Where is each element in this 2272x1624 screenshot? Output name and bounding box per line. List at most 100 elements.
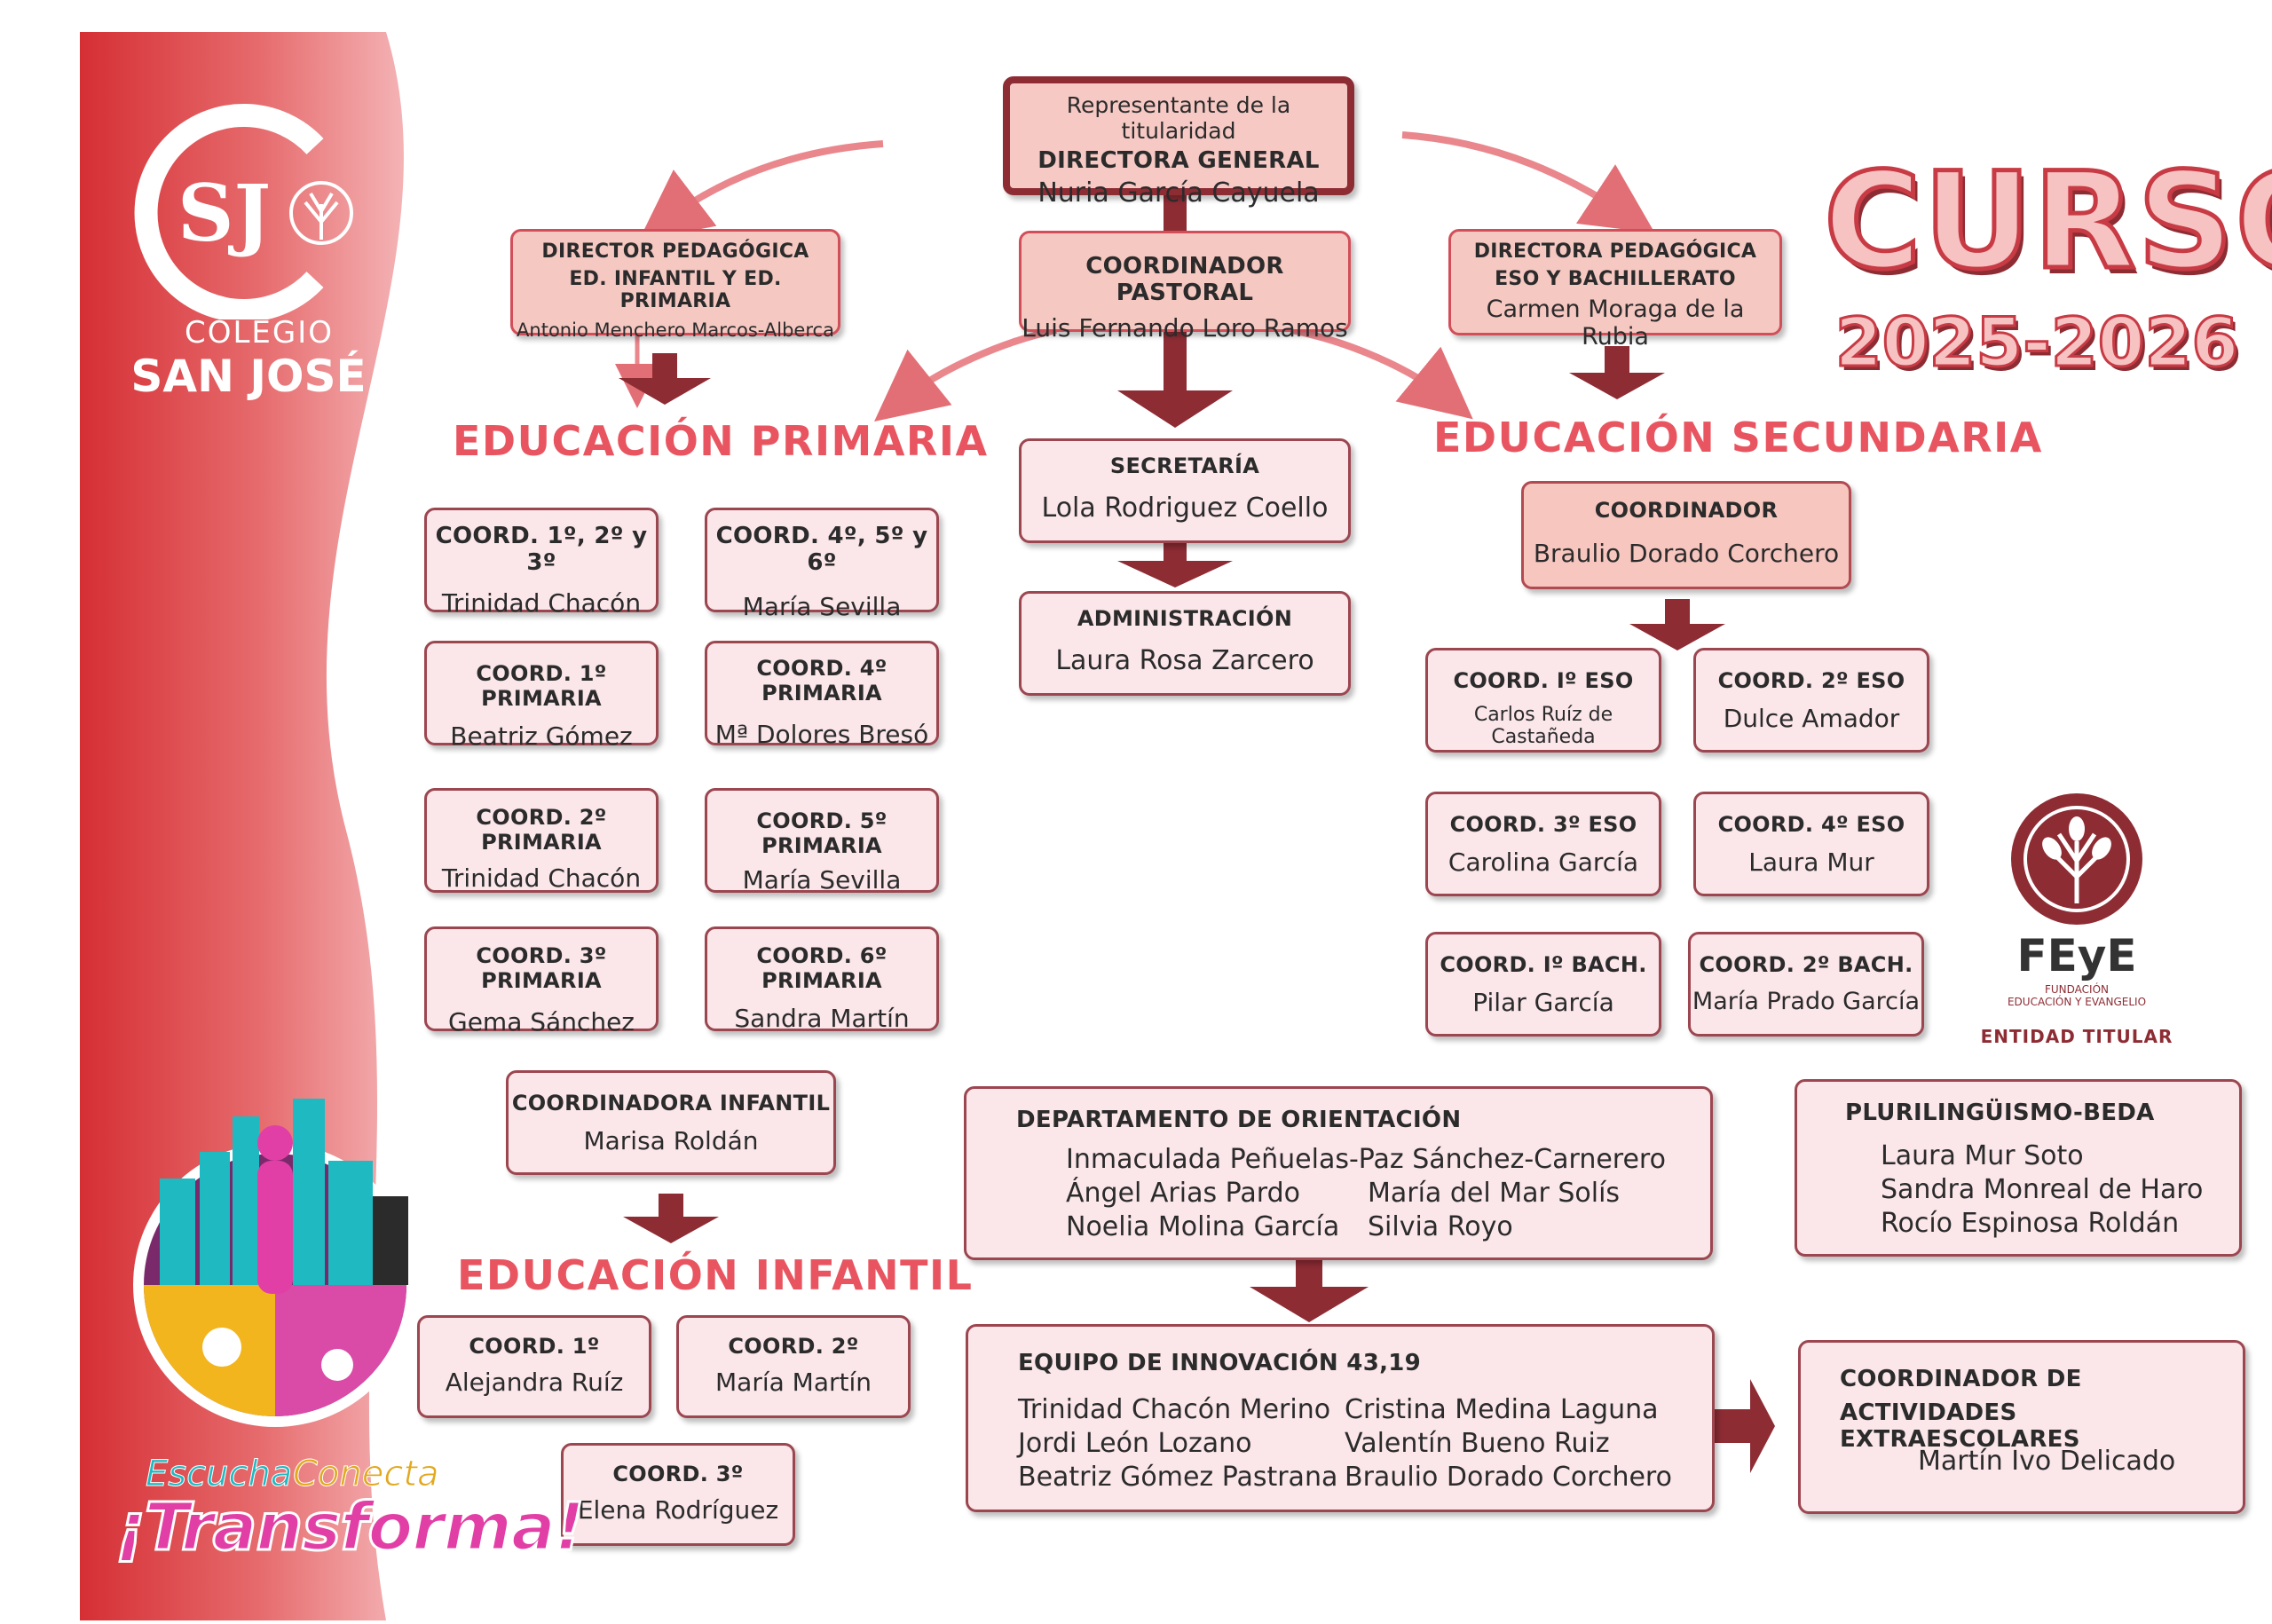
- innovacion-member: Cristina Medina Laguna: [1345, 1394, 1659, 1425]
- school-name-line1: COLEGIO: [184, 315, 335, 351]
- secretaria-name: Lola Rodriguez Coello: [1041, 493, 1329, 524]
- infantil-coord-name: María Martín: [715, 1368, 872, 1397]
- primaria-coord-name: María Sevilla: [742, 865, 902, 895]
- secundaria-coord-box: COORD. Iº BACH. Pilar García: [1425, 932, 1661, 1037]
- feye-acronym: FEyE: [2016, 930, 2137, 981]
- directora-general-name: Nuria García Cayuela: [1037, 177, 1320, 209]
- extraescolares-name: Martín Ivo Delicado: [1918, 1446, 2176, 1477]
- school-monogram-icon: [134, 104, 353, 322]
- primaria-coord-box: COORD. 5º PRIMARIA María Sevilla: [705, 788, 939, 895]
- course-years: 2025-2026: [1834, 303, 2240, 382]
- infantil-coord-title: COORD. 2º: [728, 1334, 859, 1359]
- infantil-coord-box: COORD. 2º María Martín: [676, 1315, 911, 1418]
- secundaria-coord-title: COORD. Iº ESO: [1453, 668, 1634, 693]
- infantil-coord-box: COORD. 3º Elena Rodríguez: [561, 1443, 795, 1546]
- directora-general-box: Representante de la titularidad DIRECTOR…: [1003, 76, 1354, 209]
- primaria-coord-title: COORD. 2º PRIMARIA: [476, 805, 607, 855]
- plurilinguismo-member: Rocío Espinosa Roldán: [1881, 1208, 2180, 1239]
- secundaria-coord-name: Dulce Amador: [1723, 704, 1900, 733]
- coordinadora-infantil-name: Marisa Roldán: [583, 1126, 759, 1155]
- secundaria-coord-box: COORD. Iº ESO Carlos Ruíz de Castañeda: [1425, 648, 1661, 753]
- primaria-coord-box: COORD. 4º PRIMARIA Mª Dolores Bresó: [705, 641, 939, 749]
- administracion-title: ADMINISTRACIÓN: [1077, 606, 1293, 631]
- primaria-coord-name: Trinidad Chacón: [441, 863, 642, 893]
- feye-caption: ENTIDAD TITULAR: [1980, 1026, 2173, 1047]
- primaria-coord-title: COORD. 1º PRIMARIA: [476, 661, 607, 711]
- innovacion-member: Jordi León Lozano: [1018, 1428, 1252, 1459]
- section-secundaria: EDUCACIÓN SECUNDARIA: [1433, 414, 2043, 461]
- school-logo: SJ COLEGIO SAN JOSÉ: [115, 98, 382, 408]
- secundaria-coord-title: COORD. Iº BACH.: [1440, 952, 1647, 977]
- course-title: CURSO: [1822, 145, 2272, 299]
- infantil-coord-name: Alejandra Ruíz: [445, 1368, 624, 1397]
- primaria-coord-name: María Sevilla: [742, 592, 902, 621]
- plurilinguismo-member: Sandra Monreal de Haro: [1881, 1174, 2204, 1205]
- primaria-coord-box: COORD. 2º PRIMARIA Trinidad Chacón: [424, 788, 659, 893]
- primaria-coord-title: COORD. 3º PRIMARIA: [476, 943, 607, 993]
- secretaria-box: SECRETARÍA Lola Rodriguez Coello: [1019, 438, 1351, 543]
- innovacion-title: EQUIPO DE INNOVACIÓN 43,19: [1018, 1350, 1422, 1376]
- primaria-coord-title: COORD. 5º PRIMARIA: [756, 808, 888, 858]
- feye-line2: EDUCACIÓN Y EVANGELIO: [2007, 996, 2147, 1008]
- directora-eso-title1: DIRECTORA PEDAGÓGICA: [1473, 240, 1757, 263]
- infantil-coord-title: COORD. 3º: [612, 1462, 744, 1486]
- titularidad-label: Representante de la titularidad: [1066, 92, 1291, 144]
- orientacion-box: DEPARTAMENTO DE ORIENTACIÓN Inmaculada P…: [964, 1086, 1713, 1260]
- primaria-coord-box: COORD. 3º PRIMARIA Gema Sánchez: [424, 926, 659, 1037]
- feye-logo: FEyE FUNDACIÓN EDUCACIÓN Y EVANGELIO ENT…: [1970, 788, 2183, 1054]
- infantil-coord-box: COORD. 1º Alejandra Ruíz: [417, 1315, 651, 1418]
- orientacion-member: María del Mar Solís: [1368, 1178, 1621, 1209]
- slogan-transforma: ¡Transforma!: [114, 1488, 587, 1567]
- primaria-coord-name: Gema Sánchez: [448, 1007, 635, 1037]
- extraescolares-title1: COORDINADOR DE: [1840, 1366, 2082, 1392]
- orientacion-member: Noelia Molina García: [1066, 1211, 1340, 1242]
- director-infantil-primaria-name: Antonio Menchero Marcos-Alberca: [517, 319, 834, 341]
- school-monogram: SJ: [178, 167, 272, 259]
- feye-line1: FUNDACIÓN: [2044, 983, 2110, 996]
- secundaria-coord-box: COORD. 4º ESO Laura Mur: [1693, 792, 1929, 896]
- orientacion-title: DEPARTAMENTO DE ORIENTACIÓN: [1016, 1107, 1462, 1133]
- primaria-coord-title: COORD. 4º, 5º y 6º: [715, 523, 928, 576]
- orientacion-member: Ángel Arias Pardo: [1066, 1178, 1300, 1209]
- infantil-coord-name: Elena Rodríguez: [577, 1495, 779, 1525]
- director-infantil-primaria-title2: ED. INFANTIL Y ED. PRIMARIA: [569, 268, 782, 312]
- primaria-coord-title: COORD. 1º, 2º y 3º: [435, 523, 648, 576]
- secundaria-coord-name: Laura Mur: [1748, 847, 1874, 877]
- innovacion-member: Valentín Bueno Ruiz: [1345, 1428, 1610, 1459]
- innovacion-box: EQUIPO DE INNOVACIÓN 43,19 Trinidad Chac…: [966, 1324, 1715, 1512]
- primaria-coord-name: Mª Dolores Bresó: [714, 720, 929, 749]
- primaria-coord-box: COORD. 1º PRIMARIA Beatriz Gómez: [424, 641, 659, 751]
- secundaria-coord-name: María Prado García: [1692, 988, 1921, 1015]
- coordinador-secundaria-title: COORDINADOR: [1594, 498, 1779, 523]
- coordinadora-infantil-box: COORDINADORA INFANTIL Marisa Roldán: [506, 1070, 836, 1175]
- city-puzzle-illustration: [133, 1099, 417, 1427]
- secundaria-coord-box: COORD. 2º BACH. María Prado García: [1688, 932, 1924, 1037]
- primaria-coord-title: COORD. 4º PRIMARIA: [756, 656, 888, 706]
- infantil-coord-title: COORD. 1º: [469, 1334, 600, 1359]
- secundaria-coord-title: COORD. 2º ESO: [1717, 668, 1905, 693]
- secundaria-coord-name: Carlos Ruíz de Castañeda: [1473, 704, 1613, 748]
- orientacion-member: Silvia Royo: [1368, 1211, 1513, 1242]
- directora-general-title: DIRECTORA GENERAL: [1037, 147, 1320, 174]
- school-name-line2: SAN JOSÉ: [130, 351, 367, 402]
- secundaria-coord-name: Pilar García: [1472, 988, 1614, 1017]
- extraescolares-title2: ACTIVIDADES EXTRAESCOLARES: [1840, 1399, 2080, 1453]
- primaria-coord-title: COORD. 6º PRIMARIA: [756, 943, 888, 993]
- primaria-coord-box: COORD. 4º, 5º y 6º María Sevilla: [705, 508, 939, 621]
- administracion-box: ADMINISTRACIÓN Laura Rosa Zarcero: [1019, 591, 1351, 696]
- extraescolares-box: COORDINADOR DE ACTIVIDADES EXTRAESCOLARE…: [1798, 1340, 2245, 1514]
- secundaria-coord-title: COORD. 4º ESO: [1717, 812, 1905, 837]
- primaria-coord-name: Beatriz Gómez: [450, 721, 633, 751]
- plurilinguismo-member: Laura Mur Soto: [1881, 1140, 2084, 1171]
- innovacion-member: Braulio Dorado Corchero: [1345, 1462, 1672, 1493]
- slogan-escucha: Escucha: [145, 1454, 293, 1495]
- secundaria-coord-box: COORD. 3º ESO Carolina García: [1425, 792, 1661, 896]
- secundaria-coord-title: COORD. 2º BACH.: [1699, 952, 1913, 977]
- coordinador-pastoral-title: COORDINADOR PASTORAL: [1085, 253, 1284, 306]
- primaria-coord-name: Trinidad Chacón: [441, 588, 642, 618]
- director-infantil-primaria-box: DIRECTOR PEDAGÓGICA ED. INFANTIL Y ED. P…: [510, 229, 840, 341]
- coordinador-pastoral-name: Luis Fernando Loro Ramos: [1022, 313, 1348, 343]
- coordinador-secundaria-box: COORDINADOR Braulio Dorado Corchero: [1521, 481, 1851, 589]
- secundaria-coord-title: COORD. 3º ESO: [1449, 812, 1637, 837]
